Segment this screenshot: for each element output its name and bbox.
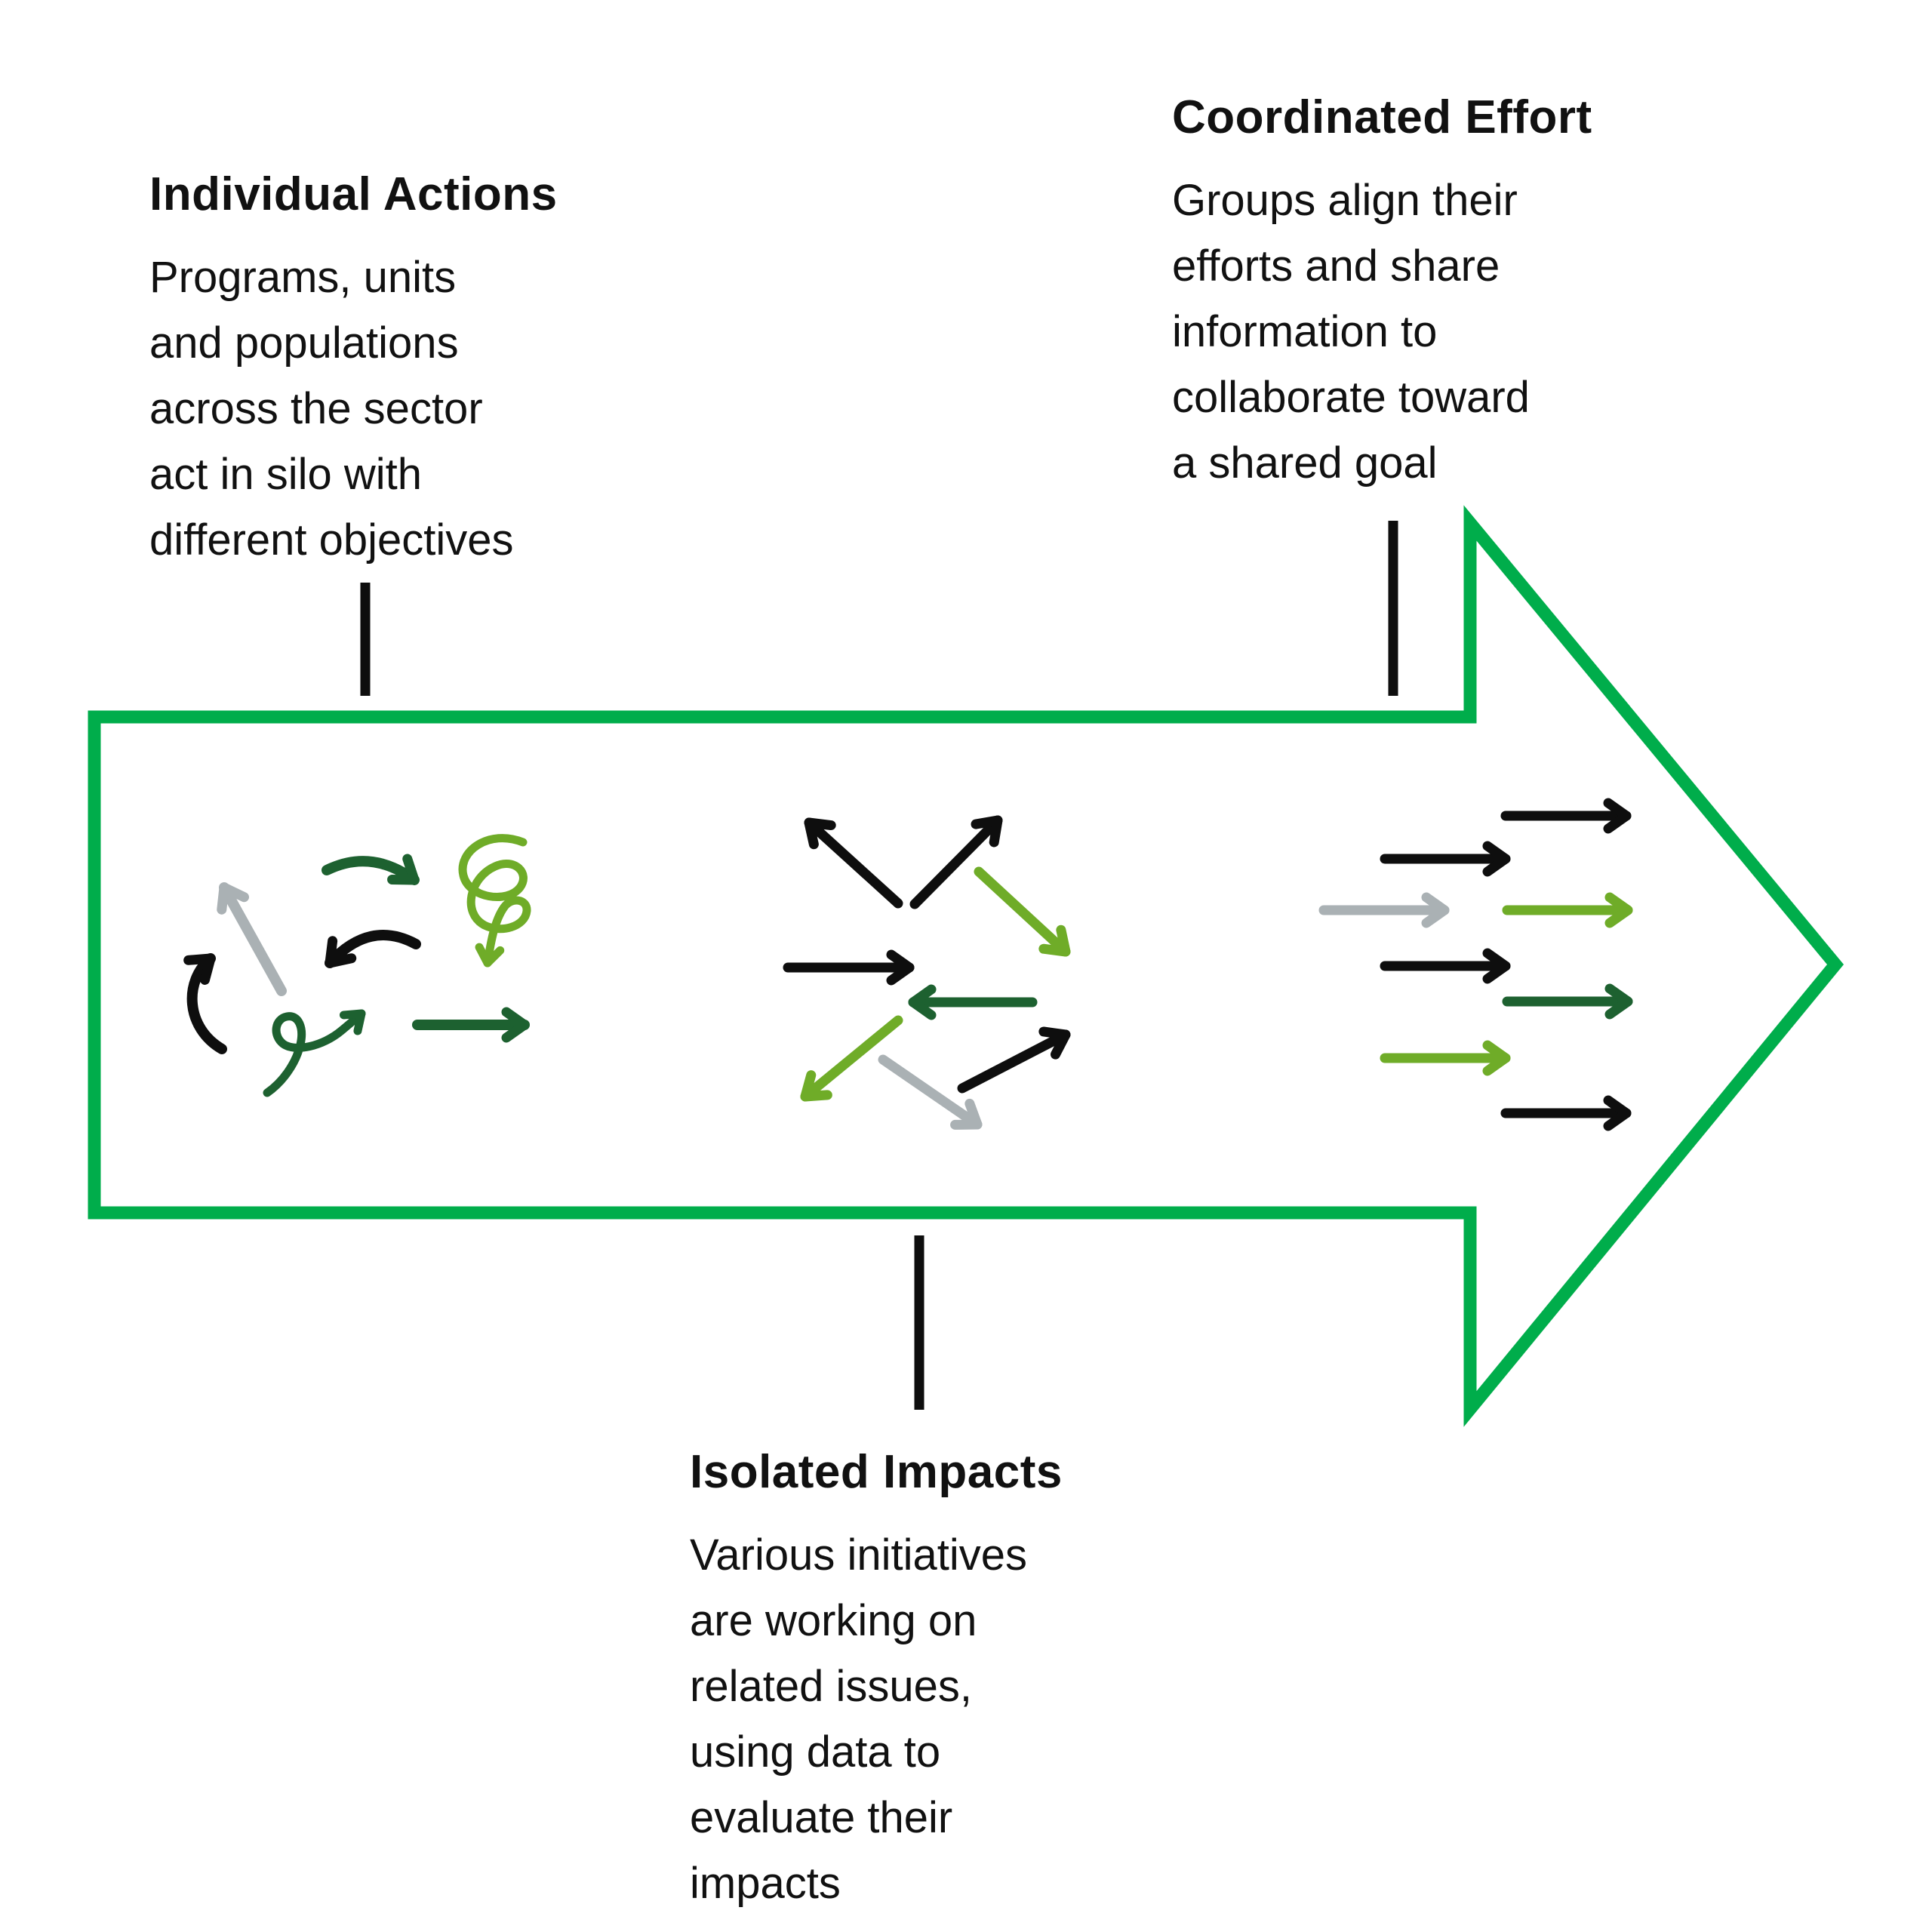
spiral-arrow-icon — [458, 834, 531, 968]
gray-down-right-arrow-icon — [878, 1054, 983, 1130]
stage-description: Groups align their efforts and share inf… — [1172, 176, 1530, 488]
stage-title: Coordinated Effort — [1172, 91, 1592, 143]
stage-isolated-impacts: Isolated Impacts Various initiatives are… — [690, 1445, 1173, 1916]
stage-connectors — [360, 521, 1398, 1410]
stage-title: Individual Actions — [149, 168, 558, 220]
up-right-arrow-icon — [909, 815, 1003, 909]
up-left-arrow-icon — [804, 817, 903, 909]
stage-coordinated-effort: Coordinated Effort Groups align their ef… — [1172, 91, 1655, 496]
stage-description: Various initiatives are working on relat… — [690, 1531, 1028, 1908]
gray-up-left-arrow-icon — [217, 882, 287, 996]
hook-curve-arrow-icon — [183, 953, 227, 1054]
chaotic-arrows-icon — [183, 834, 531, 1097]
loop-arrow-icon — [263, 1009, 366, 1097]
process-arrow-outline — [88, 505, 1844, 1427]
down-right-arrow-icon — [974, 866, 1071, 957]
up-right-arrow-icon — [957, 1026, 1071, 1094]
aligned-arrows-icon — [1318, 798, 1633, 1131]
dark-green-arc-arrow-icon — [321, 854, 420, 885]
stage-title: Isolated Impacts — [690, 1446, 1063, 1498]
radiating-arrows-icon — [783, 815, 1071, 1130]
black-arc-arrow-icon — [325, 930, 421, 968]
stage-description: Programs, units and populations across t… — [149, 253, 514, 565]
down-left-arrow-icon — [800, 1015, 903, 1102]
stage-individual-actions: Individual Actions Programs, units and p… — [149, 168, 632, 573]
